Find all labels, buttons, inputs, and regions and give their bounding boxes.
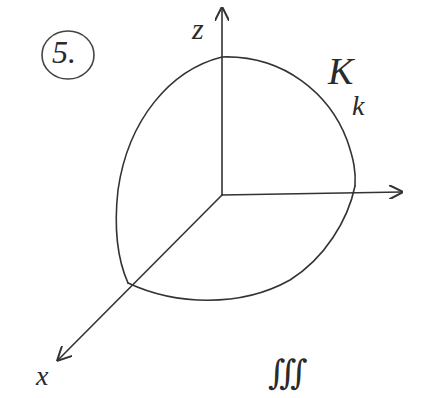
x-axis xyxy=(58,195,222,360)
axis-label: x xyxy=(36,362,48,390)
z-axis xyxy=(221,8,223,195)
note-letter: K xyxy=(328,52,353,90)
bottom-arc xyxy=(128,186,355,300)
integral-sign: ∭ xyxy=(268,356,308,390)
problem-number: 5. xyxy=(52,36,76,68)
y-axis xyxy=(222,192,402,195)
number-circle xyxy=(42,31,94,79)
axis-label: z xyxy=(192,14,204,44)
note-letter: k xyxy=(352,92,364,120)
left-arc xyxy=(116,57,222,283)
